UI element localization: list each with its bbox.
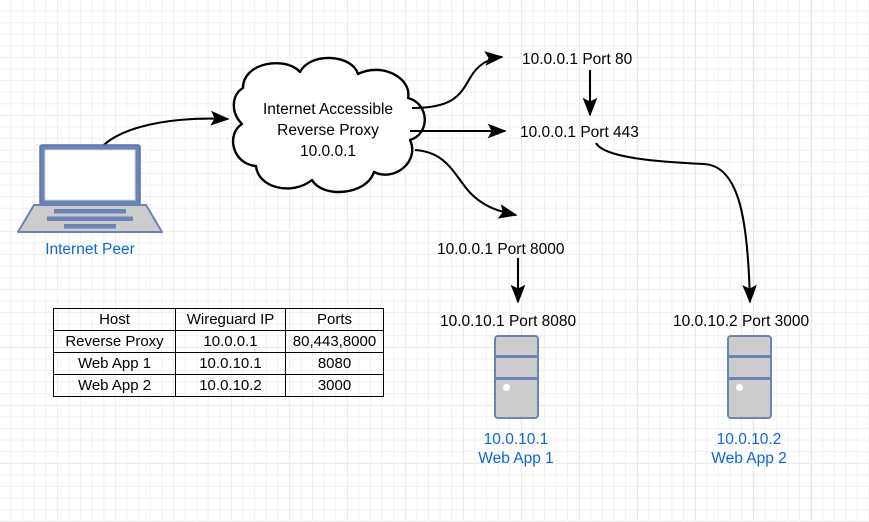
table-cell-ip: 10.0.0.1 [175,330,286,353]
server-divider-mid [729,377,770,380]
endpoint-label-port-8080: 10.0.10.1 Port 8080 [440,313,577,330]
table-header-ports: Ports [285,308,384,331]
endpoint-label-port-80: 10.0.0.1 Port 80 [522,51,633,68]
table-cell-ports: 80,443,8000 [285,330,384,353]
table-header-ip: Wireguard IP [175,308,286,331]
table-row: Web App 1 10.0.10.1 8080 [53,352,384,375]
server-name-web-app-2: Web App 2 [711,450,787,468]
cloud-label-line3: 10.0.0.1 [299,143,357,160]
table-cell-host: Web App 1 [53,352,176,375]
cloud-label-line2: Reverse Proxy [277,122,379,139]
table-row: Web App 2 10.0.10.2 3000 [53,374,384,397]
endpoint-label-port-3000: 10.0.10.2 Port 3000 [673,313,810,330]
server-ip-web-app-2: 10.0.10.2 [716,431,782,448]
endpoint-label-port-443: 10.0.0.1 Port 443 [520,124,639,141]
server-icon-web-app-2 [727,335,772,419]
server-label-web-app-1: 10.0.10.1 Web App 1 [446,430,586,469]
server-label-web-app-2: 10.0.10.2 Web App 2 [679,430,819,469]
cloud-label-line1: Internet Accessible [262,101,394,118]
peer-label: Internet Peer [45,241,135,258]
server-led-icon [503,384,510,391]
table-row: Reverse Proxy 10.0.0.1 80,443,8000 [53,330,384,353]
server-divider-top [729,355,770,358]
table-cell-ports: 3000 [285,374,384,397]
laptop-svg [17,144,163,233]
table-cell-ip: 10.0.10.2 [175,374,286,397]
server-led-icon [736,384,743,391]
host-table: Host Wireguard IP Ports Reverse Proxy 10… [53,308,384,397]
server-name-web-app-1: Web App 1 [478,450,554,468]
table-cell-ip: 10.0.10.1 [175,352,286,375]
table-header-row: Host Wireguard IP Ports [53,308,384,331]
server-divider-top [496,355,537,358]
laptop-icon [16,143,164,235]
cloud-label: Internet Accessible Reverse Proxy 10.0.0… [238,99,418,162]
table-cell-host: Reverse Proxy [53,330,176,353]
arrow-cloud-to-port80 [411,51,504,110]
arrow-cloud-to-port8000 [414,148,518,219]
arrow-port443-to-port3000 [595,142,757,304]
table-cell-ports: 8080 [285,352,384,375]
server-ip-web-app-1: 10.0.10.1 [483,431,549,448]
endpoint-label-port-8000: 10.0.0.1 Port 8000 [437,241,565,258]
server-icon-web-app-1 [494,335,539,419]
server-divider-mid [496,377,537,380]
table-header-host: Host [53,308,176,331]
table-cell-host: Web App 2 [53,374,176,397]
